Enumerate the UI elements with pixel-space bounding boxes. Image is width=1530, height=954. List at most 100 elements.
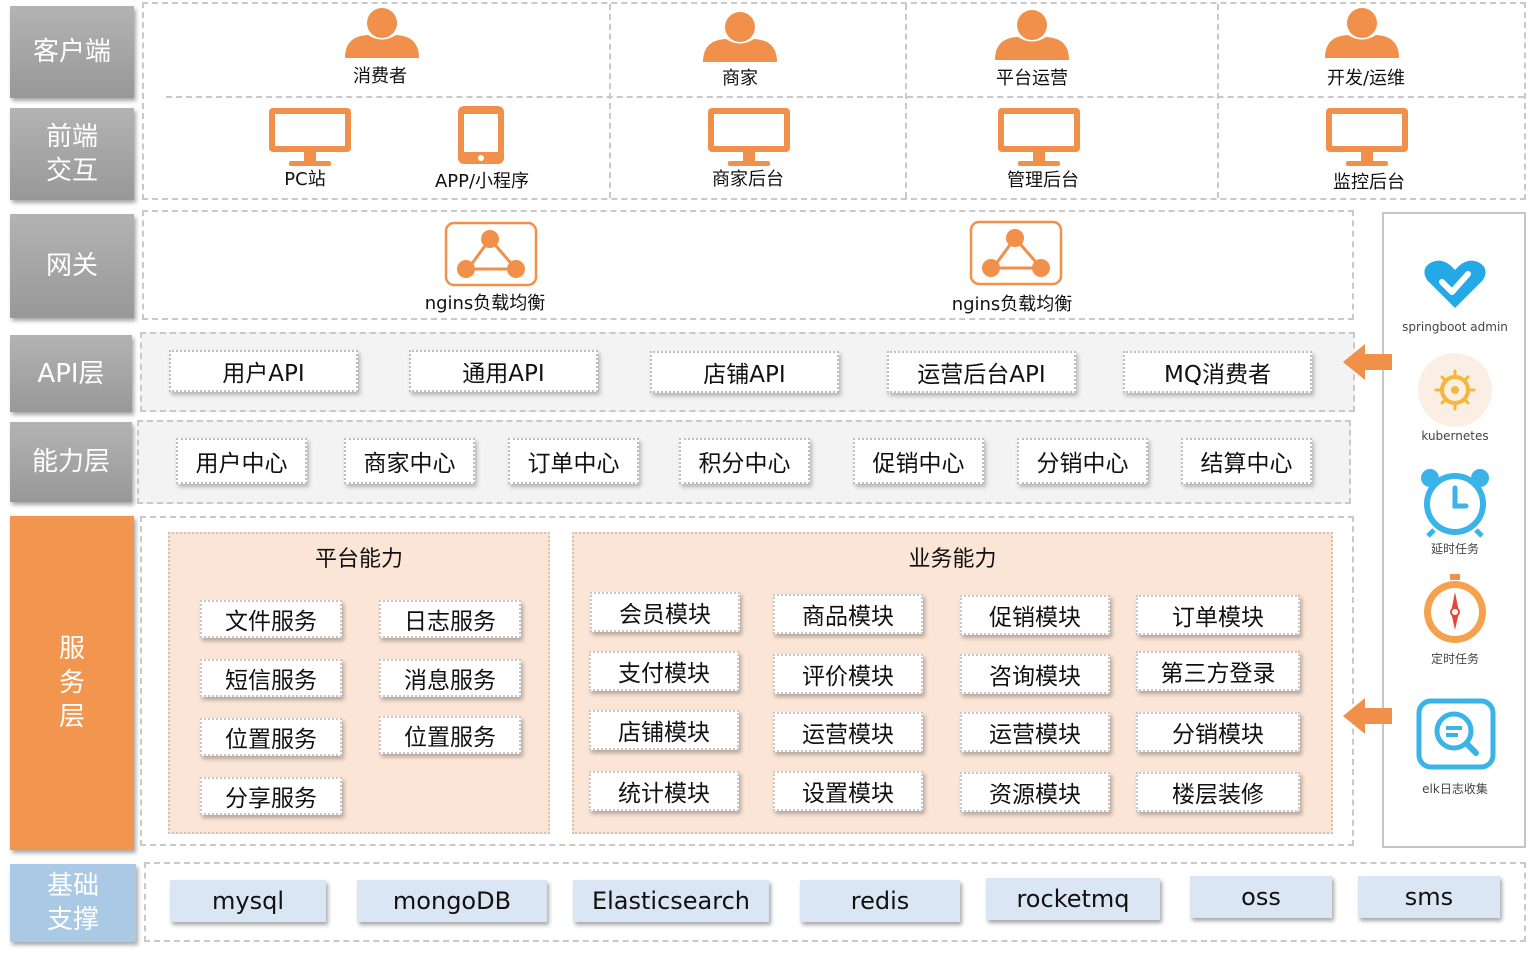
frontend-label-merchant-admin: 商家后台	[712, 169, 784, 190]
monitor-icon	[708, 108, 790, 166]
business-item: 订单模块	[1136, 595, 1300, 635]
layer-client-label: 客户端	[32, 37, 111, 67]
layer-frontend-line1: 前端	[45, 122, 98, 152]
layer-frontend-label: 前端交互	[46, 120, 98, 188]
infra-box-mongodb: mongoDB	[357, 880, 547, 922]
monitor-icon	[998, 108, 1080, 166]
ops-label-delay-task: 延时任务	[1430, 542, 1480, 556]
business-item: 店铺模块	[589, 710, 739, 750]
search-log-icon	[1416, 698, 1496, 770]
platform-title: 平台能力	[314, 547, 403, 572]
ops-label-springboot: springboot admin	[1402, 320, 1508, 334]
infra-box-mysql: mysql	[170, 880, 326, 922]
ops-label-kubernetes: kubernetes	[1421, 429, 1489, 443]
ops-label-elk: elk日志收集	[1422, 782, 1488, 796]
layer-frontend: 前端交互	[10, 108, 134, 200]
layer-service-line2: 务	[58, 668, 85, 698]
business-item: 评价模块	[773, 654, 923, 694]
platform-item-message: 消息服务	[379, 659, 521, 697]
layer-api-label: API层	[37, 358, 105, 389]
ops-label-scheduled-task: 定时任务	[1430, 652, 1480, 666]
center-box-promotion: 促销中心	[853, 438, 984, 484]
gateway-label-2: ngins负载均衡	[951, 294, 1073, 315]
platform-item-file: 文件服务	[200, 600, 342, 638]
business-item: 支付模块	[589, 651, 739, 691]
client-label-devops: 开发/运维	[1326, 68, 1406, 89]
layer-base-line1: 基础	[46, 871, 99, 901]
arrow-left-icon	[1343, 344, 1392, 380]
infra-box-elasticsearch: Elasticsearch	[573, 880, 769, 922]
api-box-shop: 店铺API	[650, 351, 839, 393]
client-divider	[166, 96, 1524, 98]
layer-client: 客户端	[10, 6, 134, 98]
load-balancer-icon	[444, 221, 538, 287]
api-box-user: 用户API	[169, 350, 358, 392]
api-box-operation: 运营后台API	[887, 351, 1076, 393]
infra-box-redis: redis	[800, 880, 960, 922]
business-item: 第三方登录	[1136, 651, 1300, 691]
center-box-points: 积分中心	[679, 438, 810, 484]
monitor-icon	[1326, 108, 1408, 166]
gateway-region	[142, 210, 1354, 320]
infra-box-rocketmq: rocketmq	[986, 878, 1160, 920]
person-icon	[995, 10, 1069, 60]
layer-service-line3: 层	[58, 702, 85, 732]
business-item: 设置模块	[773, 771, 923, 811]
arrow-left-icon	[1343, 698, 1392, 734]
platform-item-share: 分享服务	[200, 777, 342, 815]
client-label-consumer: 消费者	[353, 66, 407, 87]
layer-service-line1: 服	[58, 634, 85, 664]
client-label-operator: 平台运营	[996, 68, 1068, 89]
stopwatch-icon	[1424, 574, 1486, 643]
kubernetes-icon	[1418, 353, 1492, 427]
person-icon	[345, 8, 419, 58]
layer-gateway-label: 网关	[45, 251, 98, 281]
column-divider-1	[609, 4, 611, 198]
infra-box-oss: oss	[1190, 876, 1332, 918]
layer-capability: 能力层	[10, 422, 132, 502]
center-box-settlement: 结算中心	[1181, 438, 1312, 484]
center-box-merchant: 商家中心	[344, 438, 475, 484]
layer-api: API层	[10, 335, 132, 412]
layer-frontend-line2: 交互	[45, 156, 98, 186]
layer-base-line2: 支撑	[46, 905, 99, 935]
service-region	[140, 516, 1354, 846]
business-item: 商品模块	[773, 594, 923, 634]
center-box-distribution: 分销中心	[1017, 438, 1148, 484]
infra-box-sms: sms	[1358, 876, 1500, 918]
business-item: 运营模块	[960, 712, 1110, 752]
business-title: 业务能力	[908, 547, 997, 572]
column-divider-3	[1217, 4, 1219, 198]
column-divider-2	[905, 4, 907, 198]
person-icon	[1325, 8, 1399, 58]
frontend-label-pc: PC站	[284, 169, 326, 190]
tablet-icon	[458, 106, 504, 164]
business-item: 楼层装修	[1136, 772, 1300, 812]
business-item: 促销模块	[960, 595, 1110, 635]
frontend-label-monitor: 监控后台	[1333, 172, 1405, 193]
api-box-mq: MQ消费者	[1123, 351, 1312, 393]
load-balancer-icon	[969, 220, 1063, 286]
business-item: 会员模块	[590, 592, 740, 632]
platform-item-location: 位置服务	[200, 718, 342, 756]
client-label-merchant: 商家	[722, 68, 758, 89]
business-item: 统计模块	[589, 771, 739, 811]
layer-capability-label: 能力层	[31, 447, 110, 477]
monitor-icon	[269, 108, 351, 166]
business-item: 咨询模块	[960, 654, 1110, 694]
layer-service: 服务层	[10, 516, 134, 850]
layer-gateway: 网关	[10, 214, 134, 318]
infra-region	[144, 862, 1526, 942]
frontend-label-app: APP/小程序	[434, 171, 530, 192]
heart-icon	[1424, 260, 1486, 308]
business-item: 分销模块	[1136, 712, 1300, 752]
client-frontend-region	[142, 2, 1526, 200]
center-box-order: 订单中心	[508, 438, 639, 484]
alarm-clock-icon	[1421, 469, 1489, 538]
layer-base: 基础支撑	[10, 864, 136, 942]
layer-service-label: 服务层	[59, 632, 85, 734]
platform-item-sms: 短信服务	[200, 659, 342, 697]
platform-item-location-2: 位置服务	[379, 716, 521, 754]
business-item: 运营模块	[773, 712, 923, 752]
center-box-user: 用户中心	[176, 438, 307, 484]
